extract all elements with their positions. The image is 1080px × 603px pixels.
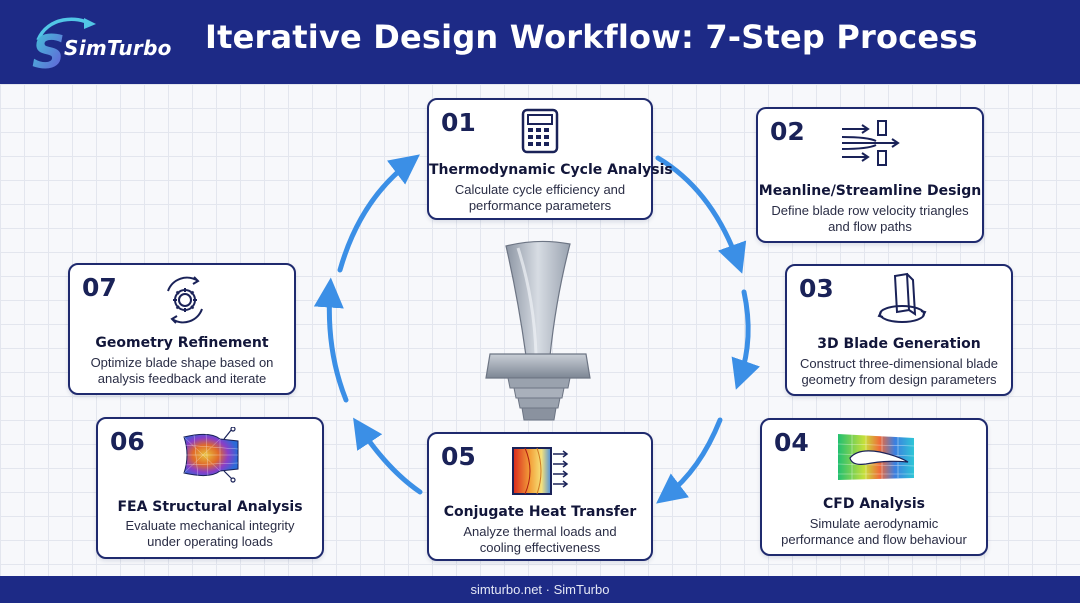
step-number: 05 [441,442,476,471]
header-bar: S SimTurbo Iterative Design Workflow: 7-… [0,0,1080,84]
step-card-06: 06 FEA Structural Analysis Evaluate mech… [96,417,324,559]
step-title: Geometry Refinement [95,335,269,351]
step-title: 3D Blade Generation [817,336,981,352]
step-number: 03 [799,274,834,303]
step-title: Meanline/Streamline Design [758,183,982,199]
step-card-03: 03 3D Blade Generation Construct three-d… [785,264,1013,396]
airfoil-cfd-icon [837,434,915,480]
step-card-01: 01 Thermodynamic Cycle Analysis Calculat… [427,98,673,220]
step-card-02: 02 Meanline/Streamline Design Define bla… [756,107,984,243]
flow-path-icon [841,120,900,166]
page-title: Iterative Design Workflow: 7-Step Proces… [205,18,978,56]
arrow-01-02 [655,155,747,274]
step-number: 02 [770,117,805,146]
logo-text: SimTurbo [64,36,172,60]
step-title: FEA Structural Analysis [117,499,303,515]
step-title: Thermodynamic Cycle Analysis [429,162,673,178]
arrow-05-06 [353,417,423,495]
gear-cycle-icon [167,276,203,324]
step-title: Conjugate Heat Transfer [443,504,637,520]
step-number: 01 [441,108,476,137]
arrow-06-07 [313,277,349,403]
calculator-icon [521,108,559,154]
step-number: 07 [82,273,117,302]
footer-bar: simturbo.net · SimTurbo [0,576,1080,603]
heat-map-icon [512,447,569,495]
svg-text:S: S [32,25,65,76]
arrow-07-01 [337,154,420,273]
turbine-blade-illustration [485,240,591,421]
fea-mesh-icon [183,427,239,483]
step-title: CFD Analysis [823,496,925,512]
footer-text: simturbo.net · SimTurbo [470,582,610,597]
simturbo-logo-icon: S [32,17,96,76]
arrow-03-04 [656,417,723,504]
step-card-05: 05 Conjugate Heat Transfer Analyze therm… [427,432,653,561]
step-card-07: 07 Geometry Refinement Optimize blade sh… [68,263,296,395]
arrow-02-03 [731,289,760,390]
step-number: 06 [110,427,145,456]
step-number: 04 [774,428,809,457]
3d-blade-icon [877,272,927,323]
